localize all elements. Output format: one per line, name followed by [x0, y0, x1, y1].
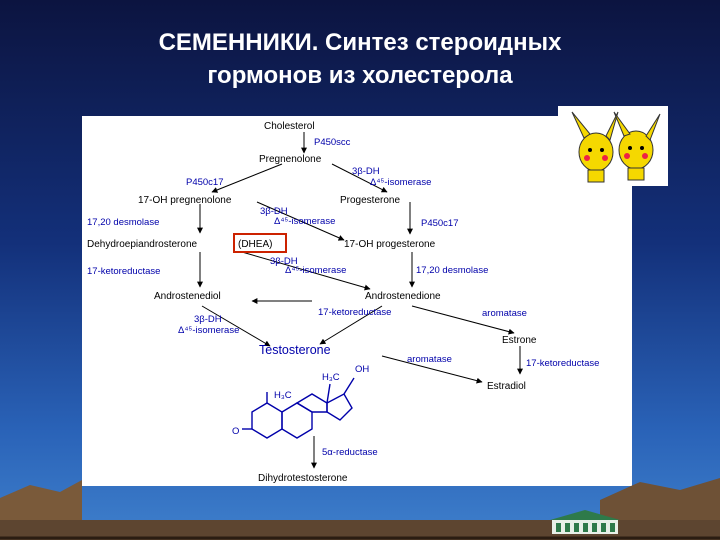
node-17oh-progesterone: 17-OH progesterone	[344, 239, 436, 250]
dhea-highlight-box	[233, 233, 287, 253]
enzyme-3bdh-2: 3β-DH	[260, 206, 288, 217]
enzyme-isomerase-2: Δ⁴⁵-isomerase	[274, 216, 335, 227]
enzyme-aromatase-upper: aromatase	[482, 308, 527, 319]
node-cholesterol: Cholesterol	[264, 121, 315, 132]
node-dehydroepiandrosterone: Dehydroepiandrosterone	[87, 239, 198, 250]
node-progesterone: Progesterone	[340, 195, 400, 206]
enzyme-17-ketoreductase-mid: 17-ketoreductase	[318, 307, 391, 318]
enzyme-3bdh-4: 3β-DH	[194, 314, 222, 325]
methyl-bond-2	[326, 383, 331, 404]
pathway-diagram-panel: Cholesterol Pregnenolone 17-OH pregnenol…	[82, 116, 632, 486]
node-pregnenolone: Pregnenolone	[259, 154, 322, 165]
enzyme-isomerase-4: Δ⁴⁵-isomerase	[178, 325, 239, 336]
ring-c	[295, 393, 328, 413]
enzyme-1720-desmolase-left: 17,20 desmolase	[87, 217, 159, 228]
ring-d	[326, 393, 353, 421]
ring-a	[251, 402, 283, 439]
enzyme-3bdh-1: 3β-DH	[352, 166, 380, 177]
arrow-dhea-androstenedione	[241, 251, 371, 291]
node-17oh-pregnenolone: 17-OH pregnenolone	[138, 195, 232, 206]
arrow-17oh-preg-17oh-prog	[256, 201, 345, 241]
pathway-diagram: Cholesterol Pregnenolone 17-OH pregnenol…	[87, 121, 599, 484]
node-estradiol: Estradiol	[487, 381, 526, 392]
enzyme-1720-desmolase-right: 17,20 desmolase	[416, 265, 488, 276]
arrow-androstenedione-estrone	[411, 305, 515, 335]
enzyme-isomerase-3: Δ⁴⁵-isomerase	[285, 265, 346, 276]
structure-oh-label: OH	[355, 364, 369, 375]
enzyme-p450scc: P450scc	[314, 137, 351, 148]
arrow-androstenedione-testosterone	[319, 305, 383, 345]
title-line-2: гормонов из холестерола	[207, 62, 513, 89]
enzyme-p450c17-left: P450c17	[186, 177, 224, 188]
node-testosterone: Testosterone	[259, 343, 331, 357]
enzyme-5a-reductase: 5α-reductase	[322, 447, 378, 458]
cartoon-mascot-image	[558, 106, 668, 186]
arrow-testosterone-estradiol	[381, 355, 483, 384]
node-estrone: Estrone	[502, 335, 537, 346]
ring-b	[281, 402, 313, 439]
node-androstenediol: Androstenediol	[154, 291, 221, 302]
structure-h3c-left: H₃C	[274, 390, 292, 401]
enzyme-isomerase-1: Δ⁴⁵-isomerase	[370, 177, 431, 188]
enzyme-p450c17-right: P450c17	[421, 218, 459, 229]
testosterone-structure	[242, 377, 355, 439]
node-dhea: (DHEA)	[238, 239, 272, 250]
enzyme-3bdh-3: 3β-DH	[270, 256, 298, 267]
arrow-pregnenolone-17oh-pregnenolone	[211, 163, 283, 193]
node-dihydrotestosterone: Dihydrotestosterone	[258, 473, 348, 484]
node-androstenedione: Androstenedione	[365, 291, 441, 302]
structure-oxygen: O	[232, 426, 239, 437]
pathway-arrows	[197, 132, 523, 469]
title-line-1: СЕМЕННИКИ. Синтез стероидных	[158, 29, 562, 56]
building-logo	[550, 510, 620, 534]
mountain-landscape-decoration	[0, 478, 720, 540]
enzyme-17-ketoreductase-left: 17-ketoreductase	[87, 266, 160, 277]
slide-title: СЕМЕННИКИ. Синтез стероидных гормонов из…	[0, 26, 720, 92]
enzyme-aromatase-lower: aromatase	[407, 354, 452, 365]
hydroxyl-bond	[343, 377, 355, 395]
arrow-pregnenolone-progesterone	[331, 163, 388, 193]
structure-h3c-top: H₃C	[322, 372, 340, 383]
arrow-androstenediol-testosterone	[201, 305, 271, 347]
enzyme-17-ketoreductase-right: 17-ketoreductase	[526, 358, 599, 369]
